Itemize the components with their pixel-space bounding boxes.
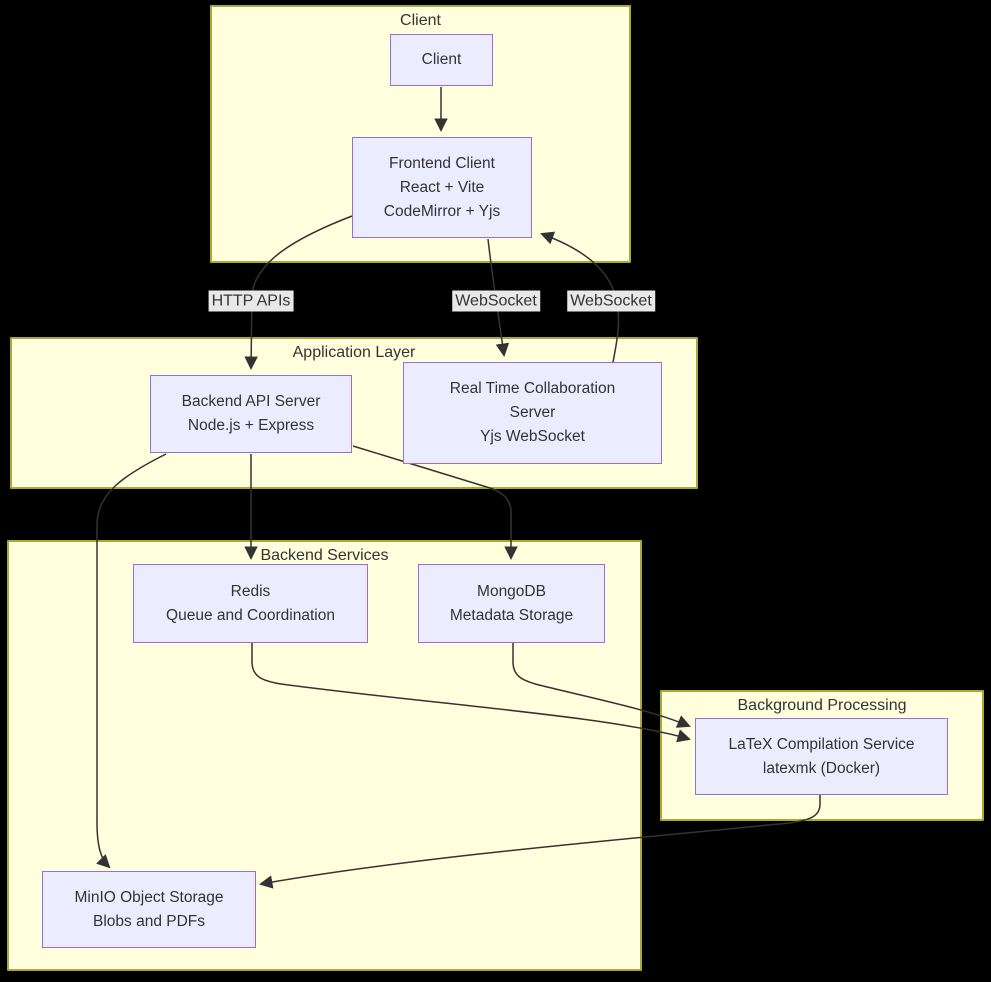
edge-label-http-apis: HTTP APIs [208,290,294,312]
edge-label-websocket-2: WebSocket [567,290,655,312]
node-redis-line-1: Redis [230,582,271,600]
node-frontend-client: Frontend Client React + Vite CodeMirror … [352,137,532,238]
node-realtime-line-1: Real Time Collaboration [449,380,616,397]
node-frontend-line-3: CodeMirror + Yjs [383,202,501,220]
node-mongodb: MongoDB Metadata Storage [418,564,605,643]
cluster-background-processing-title: Background Processing [737,697,907,714]
node-latex-line-1: LaTeX Compilation Service [728,735,915,753]
node-realtime-line-2: Server [509,404,556,421]
node-client-label: Client [421,51,462,68]
node-realtime-collaboration-server: Real Time Collaboration Server Yjs WebSo… [403,362,662,464]
node-mongodb-line-1: MongoDB [477,582,546,600]
node-latex-line-2: latexmk (Docker) [762,759,881,777]
node-frontend-line-1: Frontend Client [389,154,495,172]
edge-label-websocket-1: WebSocket [452,290,540,312]
node-client: Client [390,34,493,86]
node-minio-line-2: Blobs and PDFs [93,912,205,930]
node-frontend-line-2: React + Vite [399,178,485,196]
cluster-backend-services-title: Backend Services [260,547,389,564]
cluster-client-title: Client [400,12,441,29]
node-realtime-line-3: Yjs WebSocket [480,428,585,445]
node-backend-api-server: Backend API Server Node.js + Express [150,375,352,453]
node-minio-object-storage: MinIO Object Storage Blobs and PDFs [42,871,256,948]
node-backend-api-line-1: Backend API Server [181,393,321,410]
node-redis: Redis Queue and Coordination [133,564,368,643]
node-backend-api-line-2: Node.js + Express [187,417,315,434]
node-minio-line-1: MinIO Object Storage [74,888,224,906]
cluster-application-layer-title: Application Layer [292,344,416,361]
node-latex-compilation-service: LaTeX Compilation Service latexmk (Docke… [695,718,948,795]
node-mongodb-line-2: Metadata Storage [449,606,574,624]
node-redis-line-2: Queue and Coordination [166,606,335,624]
